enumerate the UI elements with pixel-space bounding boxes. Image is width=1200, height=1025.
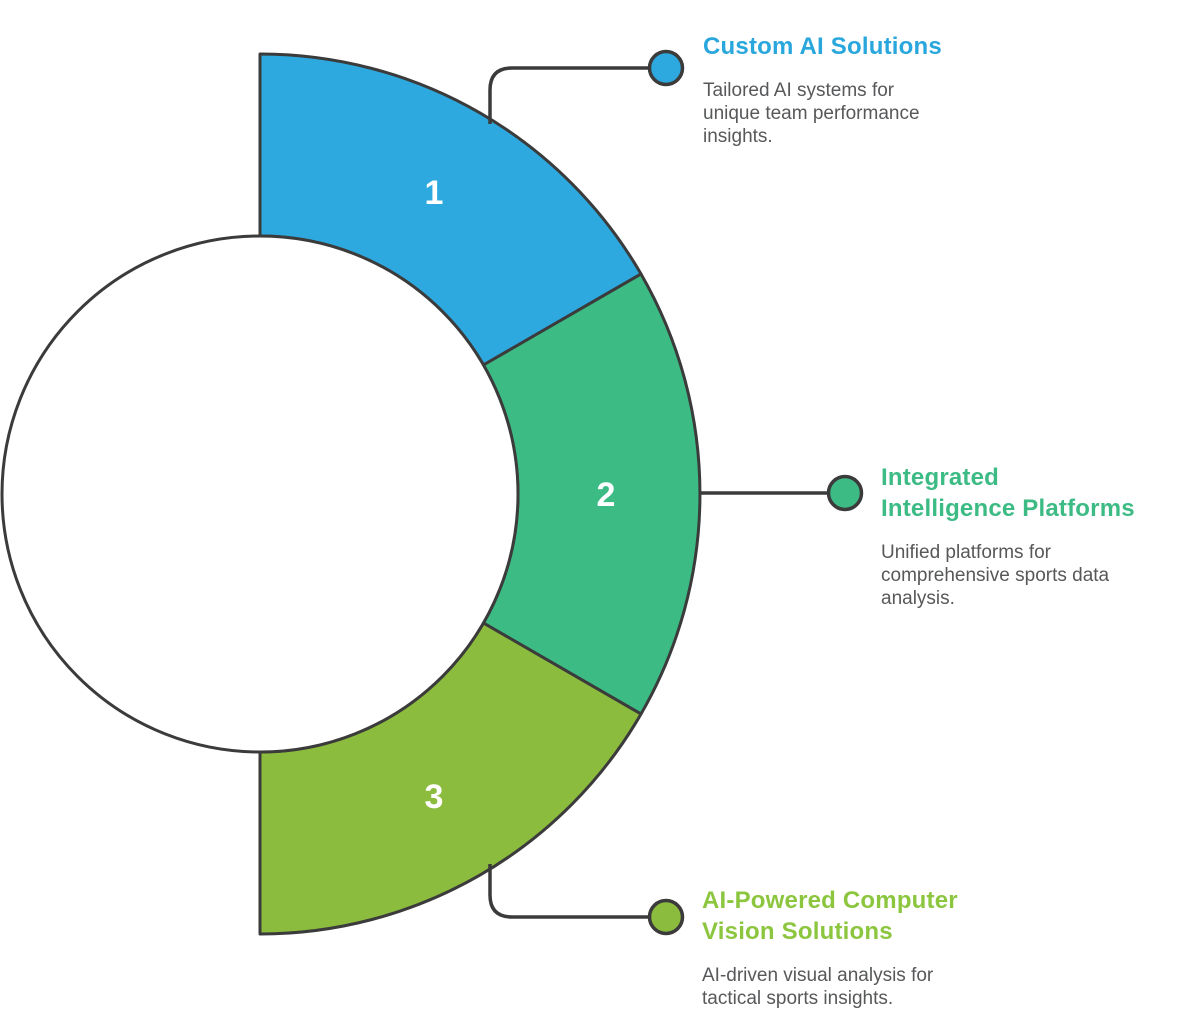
marker-dot-1 <box>647 49 685 87</box>
callout-title-line: AI-Powered Computer <box>702 887 958 914</box>
callout-title-line: Integrated <box>881 464 1000 491</box>
callout-description: Tailored AI systems for unique team perf… <box>703 79 983 148</box>
callout-description-line: analysis. <box>881 588 955 609</box>
callout-description-line: Unified platforms for <box>881 542 1052 563</box>
callout-custom-ai-solutions: Custom AI Solutions Tailored AI systems … <box>703 31 983 148</box>
marker-dot-3 <box>647 898 685 936</box>
marker-dot-2 <box>826 474 864 512</box>
callout-title-line: Intelligence Platforms <box>881 495 1135 522</box>
segment-2-number: 2 <box>597 476 616 514</box>
callout-integrated-intelligence-platforms: Integrated Intelligence Platforms Unifie… <box>881 462 1181 610</box>
callout-ai-powered-computer-vision: AI-Powered Computer Vision Solutions AI-… <box>702 885 1002 1010</box>
callout-description-line: Tailored AI systems for <box>703 80 895 101</box>
callout-title-line: Vision Solutions <box>702 918 893 945</box>
segment-1-number: 1 <box>425 174 444 212</box>
callout-description-line: tactical sports insights. <box>702 988 894 1009</box>
callout-description: Unified platforms for comprehensive spor… <box>881 541 1181 610</box>
callout-description-line: unique team performance <box>703 103 920 124</box>
callout-description-line: comprehensive sports data <box>881 565 1110 586</box>
callout-title: Custom AI Solutions <box>703 31 983 62</box>
connector-3 <box>488 864 649 919</box>
segment-3-number: 3 <box>425 778 444 816</box>
callout-description-line: AI-driven visual analysis for <box>702 965 934 986</box>
connector-1 <box>488 66 649 124</box>
inner-circle <box>0 234 520 754</box>
callout-title-line: Custom AI Solutions <box>703 33 942 60</box>
callout-title: Integrated Intelligence Platforms <box>881 462 1181 524</box>
callout-title: AI-Powered Computer Vision Solutions <box>702 885 1002 947</box>
callout-description: AI-driven visual analysis for tactical s… <box>702 964 1002 1010</box>
callout-description-line: insights. <box>703 126 773 147</box>
